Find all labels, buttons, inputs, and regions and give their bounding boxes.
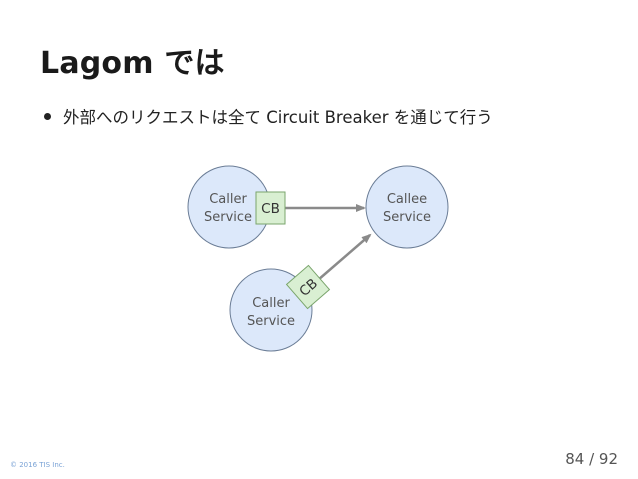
slide-title: Lagom では xyxy=(40,46,225,81)
circuit-breaker-bottom: CB xyxy=(285,264,331,310)
arrow-bottom-to-callee xyxy=(317,233,372,281)
callee-label-line2: Service xyxy=(383,210,431,225)
bullet-text: 外部へのリクエストは全て Circuit Breaker を通じて行う xyxy=(63,108,493,127)
caller-top-label-line2: Service xyxy=(204,210,252,225)
caller-service-node-top: Caller Service xyxy=(187,165,271,249)
copyright-footer: © 2016 TIS Inc. xyxy=(10,461,65,469)
bullet-dot xyxy=(44,112,51,120)
callee-label-line1: Callee xyxy=(387,192,427,207)
cb-top-label: CB xyxy=(261,201,280,217)
caller-top-label-line1: Caller xyxy=(209,192,247,207)
page-number: 84 / 92 xyxy=(565,450,618,468)
bullet-item: 外部へのリクエストは全て Circuit Breaker を通じて行う xyxy=(44,104,493,128)
caller-bottom-label-line2: Service xyxy=(247,314,295,329)
caller-bottom-label-line1: Caller xyxy=(252,296,290,311)
circuit-breaker-top: CB xyxy=(255,191,286,225)
callee-service-node: Callee Service xyxy=(365,165,449,249)
